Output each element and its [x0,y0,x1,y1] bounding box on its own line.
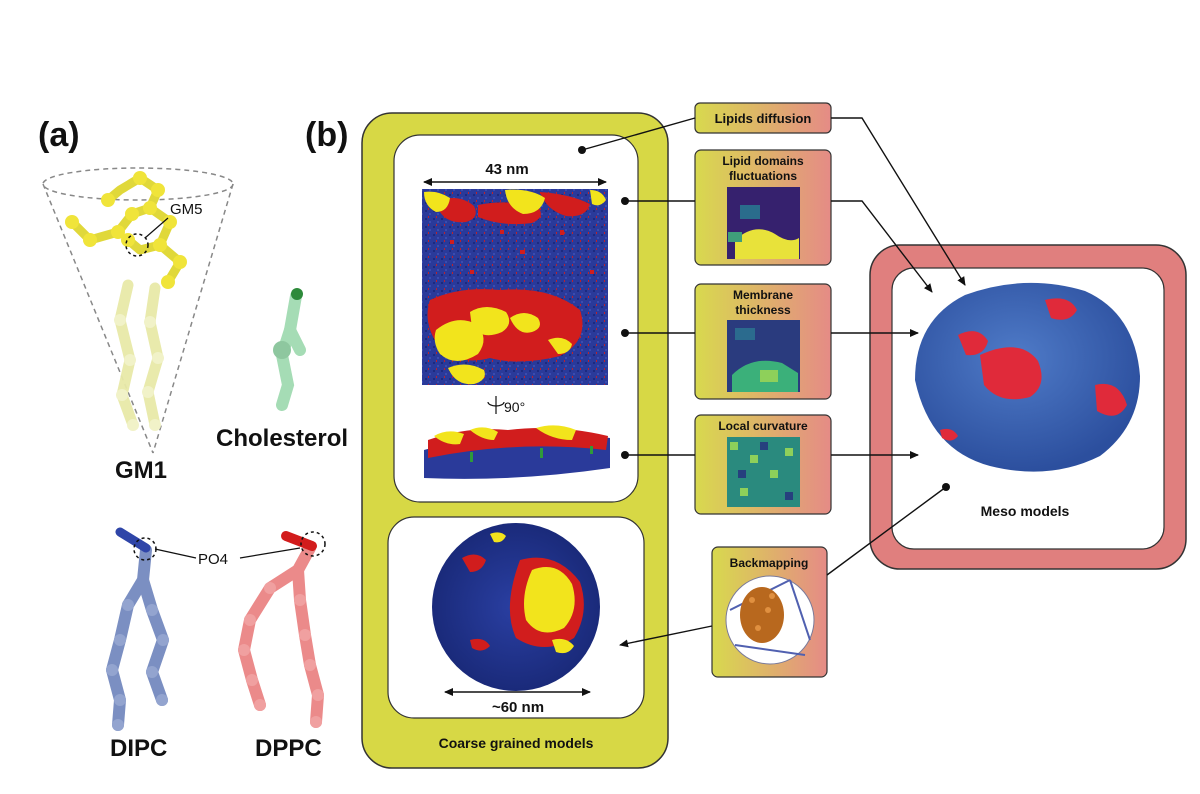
meso-models-title: Meso models [981,503,1070,519]
flat-membrane-side-view [424,425,610,479]
svg-text:Local curvature: Local curvature [718,419,808,433]
panel-b: (b) Coarse grained models 43 nm [305,102,1187,769]
svg-text:Membrane: Membrane [733,288,793,302]
dppc-molecule: DPPC [238,531,326,762]
backmapping-box: Backmapping [711,546,828,678]
connectors [578,117,966,648]
local-curvature-box: Local curvature [694,414,832,515]
cholesterol-molecule: Cholesterol [216,288,348,452]
po4-callout-group: PO4 [154,547,301,568]
gm1-label: GM1 [115,457,167,484]
flat-membrane-top-view [422,189,608,385]
lipids-diffusion-box: Lipids diffusion [694,102,832,134]
dipc-label: DIPC [110,735,167,762]
dipc-molecule: DIPC [106,527,169,762]
svg-text:fluctuations: fluctuations [729,169,797,183]
svg-text:Lipid domains: Lipid domains [722,154,804,168]
rotation-label: 90° [504,399,525,415]
membrane-thickness-box: Membrane thickness [694,283,832,400]
svg-text:Backmapping: Backmapping [730,556,809,570]
lipid-domains-box: Lipid domains fluctuations [694,149,832,266]
svg-text:thickness: thickness [735,303,791,317]
gm5-callout: GM5 [170,201,203,218]
cholesterol-label: Cholesterol [216,425,348,452]
panel-a-label: (a) [38,116,80,154]
rotation-indicator: 90° [487,396,525,415]
vesicle-model [432,523,600,691]
gm1-molecule: GM5 GM1 [42,167,234,484]
sphere-width-label: ~60 nm [492,699,544,716]
coarse-grained-title: Coarse grained models [439,735,594,751]
svg-text:Lipids diffusion: Lipids diffusion [715,111,812,126]
po4-callout: PO4 [198,551,228,568]
dppc-label: DPPC [255,735,322,762]
meso-membrane-model [915,282,1140,472]
flat-width-label: 43 nm [485,161,528,178]
panel-b-label: (b) [305,116,348,154]
panel-a: (a) [38,116,348,762]
